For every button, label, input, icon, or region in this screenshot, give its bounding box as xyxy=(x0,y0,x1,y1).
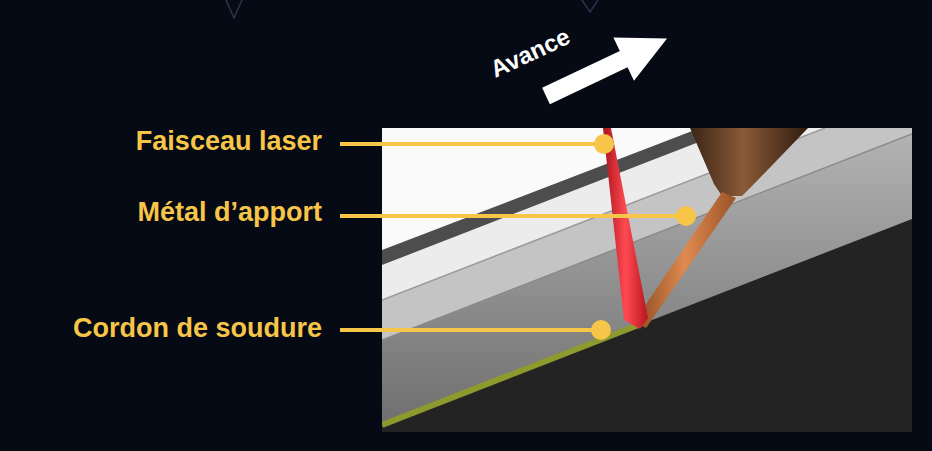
leader-dot xyxy=(594,134,614,154)
filler-wire xyxy=(634,192,736,328)
nozzle xyxy=(690,128,808,196)
leader-line xyxy=(340,142,604,146)
callout-label: Faisceau laser xyxy=(136,127,322,157)
leader-line xyxy=(340,328,601,332)
plate-face xyxy=(382,128,912,425)
decor-chevron xyxy=(226,0,242,18)
leader-dot xyxy=(676,206,696,226)
lower-plate xyxy=(382,128,912,432)
callout-label: Cordon de soudure xyxy=(73,314,322,344)
plate-bevel xyxy=(382,128,912,340)
plate-edge-dark xyxy=(382,128,735,265)
direction-label: Avance xyxy=(486,23,574,83)
render-image xyxy=(382,128,912,432)
leader-line xyxy=(340,214,686,218)
background-white xyxy=(382,128,700,250)
leader-dots xyxy=(591,134,696,340)
laser-beam xyxy=(603,128,648,329)
callout-label: Métal d’apport xyxy=(137,198,322,228)
decor-chevron xyxy=(582,0,598,12)
leader-dot xyxy=(591,320,611,340)
leader-lines xyxy=(340,144,686,330)
